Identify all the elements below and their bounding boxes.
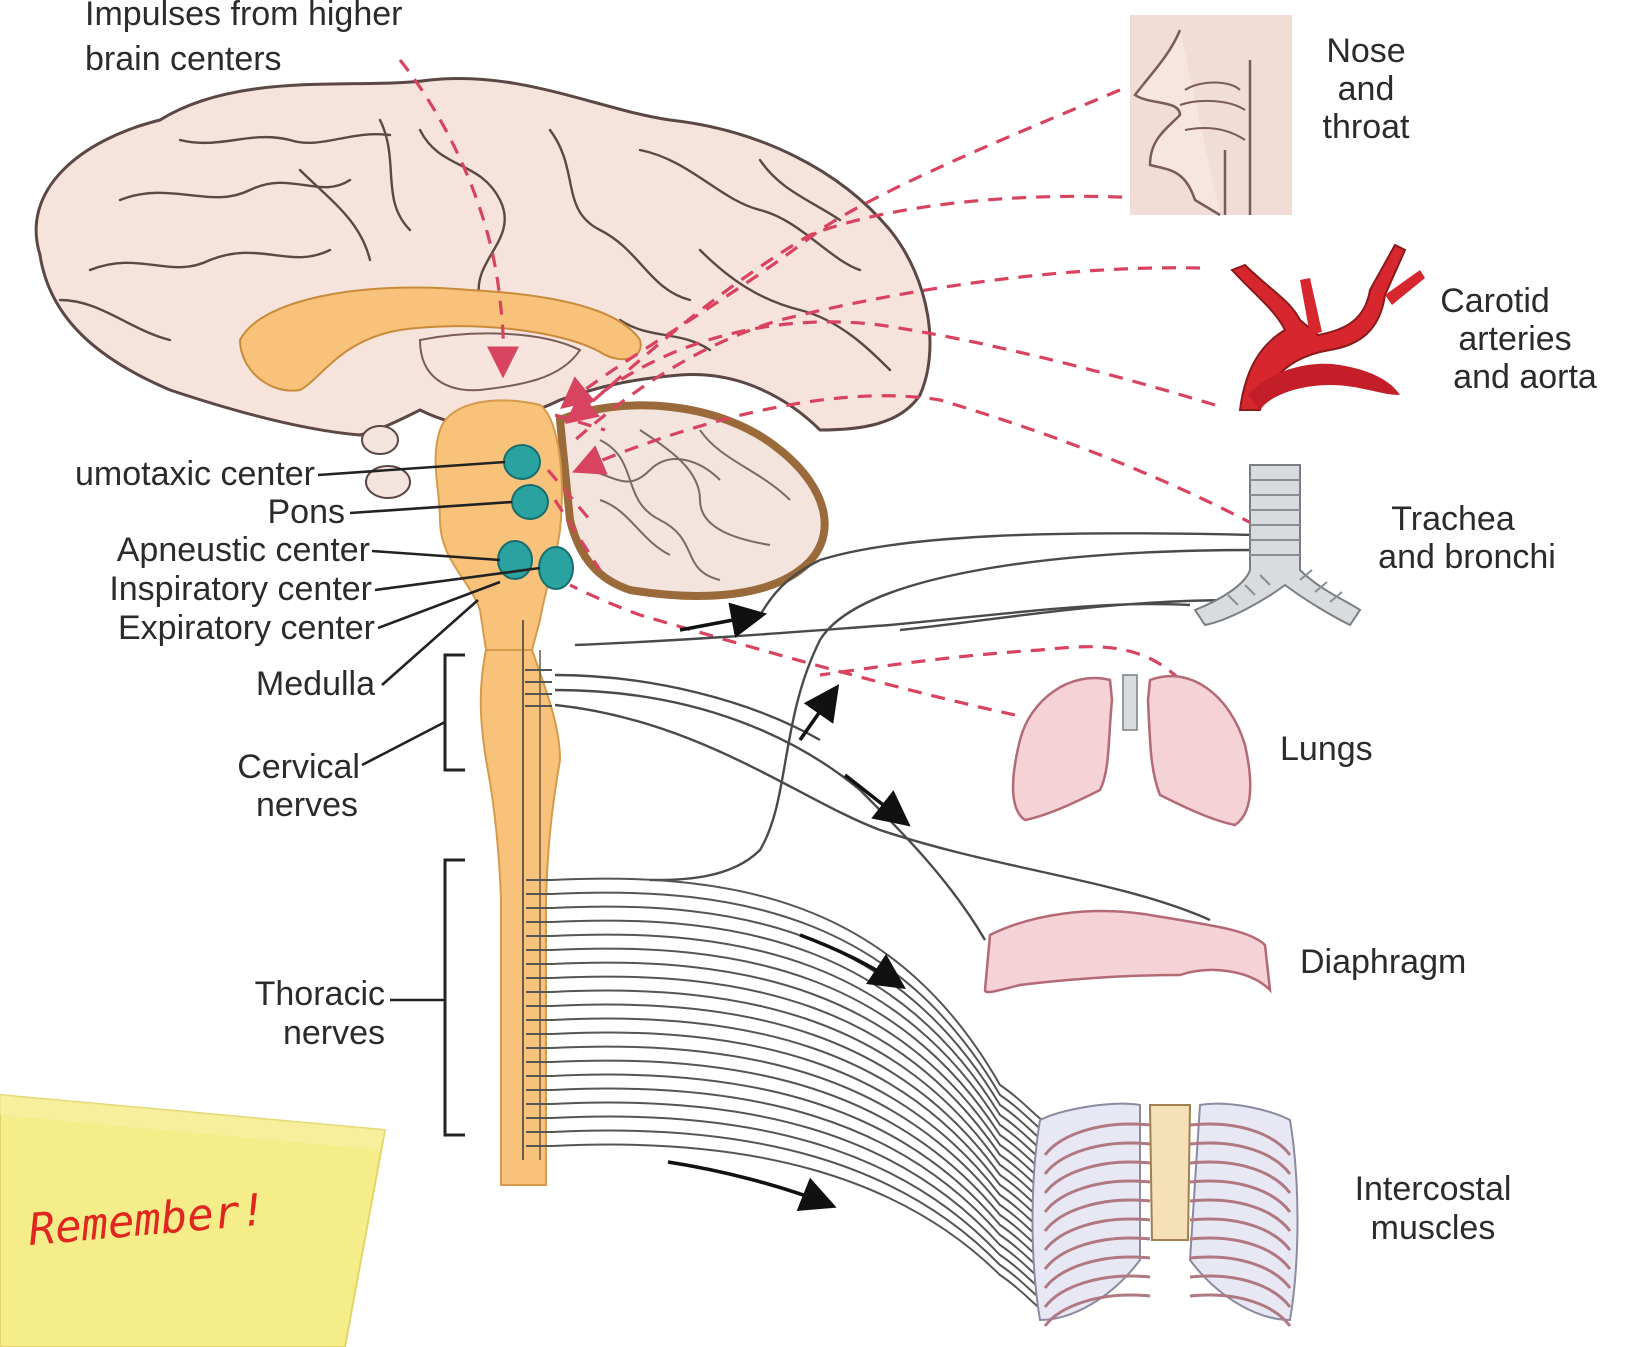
diaphragm-label: Diaphragm bbox=[1300, 943, 1466, 981]
cervical-nerves-label-line2: nerves bbox=[256, 786, 358, 824]
thoracic-nerves-label-line2: nerves bbox=[283, 1014, 385, 1052]
higher-centers-label-line2: brain centers bbox=[85, 40, 282, 78]
carotid-artery-illustration bbox=[1232, 245, 1425, 410]
carotid-label-line2: arteries bbox=[1458, 320, 1571, 358]
pons-label: Pons bbox=[268, 493, 346, 531]
expiratory-center-marker bbox=[539, 547, 573, 589]
ribcage-illustration bbox=[1033, 1104, 1298, 1326]
nose-label-line3: throat bbox=[1323, 108, 1410, 146]
trachea-label-line1: Trachea bbox=[1391, 500, 1515, 538]
direction-arrows bbox=[668, 615, 905, 1205]
lungs-illustration bbox=[1013, 675, 1250, 825]
carotid-label-line1: Carotid bbox=[1440, 282, 1550, 320]
thoracic-nerve-fiber bbox=[526, 977, 1055, 1195]
nose-and-throat-illustration bbox=[1130, 15, 1292, 215]
trachea-label-line2: and bronchi bbox=[1378, 538, 1556, 576]
thoracic-nerve-fiber bbox=[526, 1131, 1055, 1305]
diaphragm-illustration bbox=[985, 911, 1270, 992]
medulla-label: Medulla bbox=[256, 665, 375, 703]
nose-label-line1: Nose bbox=[1326, 32, 1405, 70]
cervical-nerves-label-line1: Cervical bbox=[237, 748, 360, 786]
higher-centers-label-line1: Impulses from higher bbox=[85, 0, 402, 33]
apneustic-center-marker bbox=[512, 485, 548, 519]
intercostal-label-line2: muscles bbox=[1371, 1209, 1496, 1247]
apneustic-center-label: Apneustic center bbox=[117, 531, 370, 569]
thoracic-nerve-fiber bbox=[526, 991, 1055, 1205]
pneumotaxic-center-label: umotaxic center bbox=[75, 455, 315, 493]
thoracic-nerve-fiber bbox=[526, 921, 1055, 1155]
pneumotaxic-center-marker bbox=[504, 445, 540, 479]
inspiratory-center-label: Inspiratory center bbox=[109, 570, 372, 608]
intercostal-label-line1: Intercostal bbox=[1355, 1170, 1512, 1208]
thoracic-nerve-fiber bbox=[526, 949, 1055, 1175]
expiratory-center-label: Expiratory center bbox=[118, 609, 375, 647]
nose-label-line2: and bbox=[1338, 70, 1395, 108]
carotid-label-line3: and aorta bbox=[1453, 358, 1597, 396]
brainstem-and-spinal-cord bbox=[436, 400, 573, 1185]
thoracic-nerves-label-line1: Thoracic bbox=[255, 975, 385, 1013]
right-labels: Nose and throat Carotid arteries and aor… bbox=[1280, 32, 1597, 1247]
sticky-note: Remember! bbox=[0, 1095, 385, 1347]
trachea-and-bronchi-illustration bbox=[1195, 465, 1360, 625]
pons-and-medulla bbox=[436, 400, 562, 650]
thoracic-nerve-fiber bbox=[526, 1145, 1055, 1315]
lungs-label: Lungs bbox=[1280, 730, 1373, 768]
